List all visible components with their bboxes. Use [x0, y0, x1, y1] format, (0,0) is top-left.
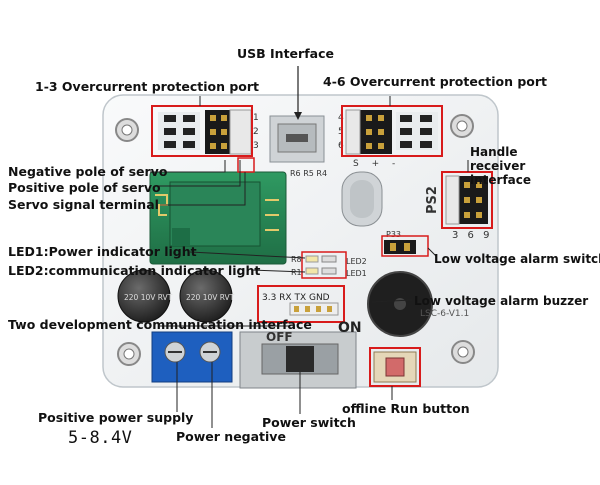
handle-receiver-text: Handle receiver interface	[470, 145, 532, 187]
r-labels-silk: R6 R5 R4	[290, 169, 327, 178]
low-voltage-buzzer-label: Low voltage alarm buzzer	[414, 294, 589, 308]
pin-2-silk: 2	[253, 127, 259, 137]
mounting-holes	[115, 114, 475, 366]
leader-lines	[150, 96, 469, 428]
positive-servo-label: Positive pole of servo	[8, 180, 161, 195]
power-terminal-block	[151, 331, 233, 383]
led2-silk: LED2	[346, 257, 367, 266]
ps2-silk: PS2	[425, 186, 440, 214]
handle-receiver-label: Handle receiver interface	[470, 145, 570, 187]
on-silk: ON	[338, 320, 362, 336]
cap2-label: 220 10V RVT	[186, 293, 235, 302]
servo-signal-box	[237, 157, 255, 173]
cap1-label: 220 10V RVT	[124, 293, 173, 302]
capacitors	[117, 269, 233, 323]
power-switch	[239, 331, 357, 389]
off-silk: OFF	[266, 330, 293, 344]
run-button-box	[369, 347, 421, 387]
pin-3-silk: 3	[253, 141, 259, 151]
low-voltage-switch-box	[381, 235, 429, 257]
led2-label: LED2:communication indicator light	[8, 263, 261, 278]
usb-interface-label: USB Interface	[237, 46, 334, 61]
voltage-range-label: 5-8.4V	[68, 428, 133, 448]
servo-signal-label: Servo signal terminal	[8, 197, 159, 212]
led1-silk: LED1	[346, 269, 367, 278]
header-spm-silk: S + -	[353, 159, 400, 169]
servo-header-4-6	[345, 109, 438, 155]
positive-power-label: Positive power supply	[38, 410, 194, 425]
offline-run-label: offline Run button	[342, 401, 470, 416]
led1-label: LED1:Power indicator light	[8, 244, 197, 259]
servo-header-1-3	[158, 109, 252, 155]
led-area	[305, 255, 337, 275]
negative-servo-label: Negative pole of servo	[8, 164, 168, 179]
buzzer	[367, 271, 433, 337]
pin-1-silk: 1	[253, 113, 259, 123]
led-indicator-box	[301, 251, 347, 279]
comm-pins-silk: 3.3 RX TX GND	[262, 293, 330, 303]
pin-5-silk: 5	[338, 127, 344, 137]
pins-369-silk: 3 6 9	[452, 230, 492, 241]
crystal-oscillator	[341, 171, 383, 227]
comm-header	[289, 302, 339, 316]
two-dev-interface-label: Two development communication interface	[8, 317, 312, 332]
r1-silk: R1	[291, 268, 302, 277]
usb-connector	[269, 66, 325, 163]
ps2-header	[445, 175, 488, 225]
run-button	[373, 351, 417, 383]
overcurrent-4-6-box	[341, 105, 443, 157]
overcurrent-1-3-box	[151, 105, 253, 157]
comm-interface-box	[257, 285, 345, 323]
version-silk: LSC-6-V1.1	[420, 309, 469, 319]
r8-silk: R8	[291, 255, 302, 264]
handle-receiver-box	[441, 171, 493, 229]
p33-silk: P33	[386, 230, 401, 239]
overcurrent-1-3-label: 1-3 Overcurrent protection port	[35, 79, 260, 94]
low-voltage-jumper	[384, 240, 416, 254]
overcurrent-4-6-label: 4-6 Overcurrent protection port	[323, 74, 548, 89]
power-negative-label: Power negative	[176, 429, 286, 444]
power-switch-label: Power switch	[262, 415, 356, 430]
low-voltage-switching-label: Low voltage alarm switching	[434, 252, 600, 266]
